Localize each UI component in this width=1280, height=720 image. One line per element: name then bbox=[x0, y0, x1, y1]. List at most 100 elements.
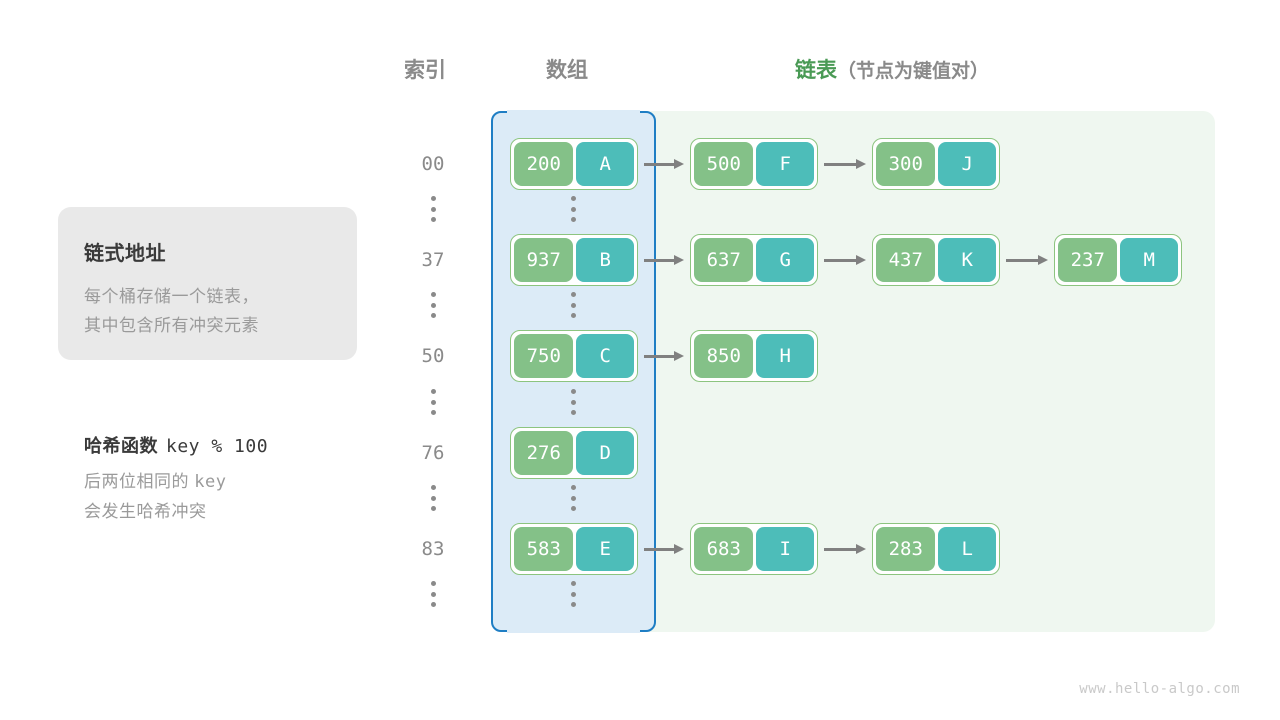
ellipsis-dot bbox=[570, 389, 576, 394]
link-arrow bbox=[824, 544, 866, 554]
node-key: 583 bbox=[514, 527, 574, 571]
info-card-title: 链式地址 bbox=[84, 243, 166, 265]
ellipsis-dot bbox=[570, 485, 576, 490]
arrow-shaft bbox=[644, 354, 674, 358]
node-key: 683 bbox=[694, 527, 754, 571]
header-linked-list-label: 链表 bbox=[795, 59, 837, 82]
header-linked-list-note: （节点为键值对） bbox=[837, 61, 990, 82]
ellipsis-dot bbox=[430, 581, 436, 586]
ellipsis-dot bbox=[430, 495, 436, 501]
arrow-head-icon bbox=[674, 255, 684, 265]
node-key: 637 bbox=[694, 238, 754, 282]
arrow-head-icon bbox=[856, 544, 866, 554]
node-value: L bbox=[938, 527, 996, 571]
arrow-head-icon bbox=[1038, 255, 1048, 265]
bucket-index-label: 00 bbox=[421, 153, 445, 175]
ellipsis-dot bbox=[570, 602, 576, 607]
index-ellipsis bbox=[423, 196, 443, 222]
link-arrow bbox=[644, 159, 684, 169]
index-ellipsis bbox=[423, 485, 443, 511]
arrow-head-icon bbox=[674, 544, 684, 554]
hash-function-block: 哈希函数 key % 100 后两位相同的 key 会发生哈希冲突 bbox=[84, 432, 374, 527]
ellipsis-dot bbox=[570, 495, 576, 501]
node-key: 437 bbox=[876, 238, 936, 282]
hash-note-text: 后两位相同的 bbox=[84, 472, 189, 491]
ellipsis-dot bbox=[570, 506, 576, 511]
node-key: 750 bbox=[514, 334, 574, 378]
ellipsis-dot bbox=[430, 217, 436, 222]
hash-note-line-2: 会发生哈希冲突 bbox=[84, 502, 207, 521]
arrow-shaft bbox=[824, 547, 856, 551]
hash-function-label: 哈希函数 bbox=[84, 436, 158, 456]
arrow-shaft bbox=[824, 258, 856, 262]
header-array: 数组 bbox=[546, 59, 588, 82]
node-value: C bbox=[576, 334, 634, 378]
node-key: 850 bbox=[694, 334, 754, 378]
ellipsis-dot bbox=[570, 196, 576, 201]
hash-note-line-1: 后两位相同的 key bbox=[84, 467, 374, 497]
ellipsis-dot bbox=[570, 410, 576, 415]
ellipsis-dot bbox=[430, 292, 436, 297]
link-arrow bbox=[824, 255, 866, 265]
index-ellipsis bbox=[423, 581, 443, 607]
ellipsis-dot bbox=[570, 302, 576, 308]
link-arrow bbox=[644, 255, 684, 265]
bucket-index-label: 76 bbox=[421, 442, 445, 464]
header-linked-list: 链表（节点为键值对） bbox=[795, 54, 989, 84]
ellipsis-dot bbox=[430, 389, 436, 394]
ellipsis-dot bbox=[430, 399, 436, 405]
arrow-shaft bbox=[644, 547, 674, 551]
arrow-shaft bbox=[824, 162, 856, 166]
link-arrow bbox=[824, 159, 866, 169]
ellipsis-dot bbox=[430, 196, 436, 201]
array-ellipsis bbox=[563, 389, 583, 415]
array-ellipsis bbox=[563, 292, 583, 318]
node-value: H bbox=[756, 334, 814, 378]
node-key: 500 bbox=[694, 142, 754, 186]
node-value: G bbox=[756, 238, 814, 282]
node-key: 283 bbox=[876, 527, 936, 571]
bucket-index-label: 83 bbox=[421, 538, 445, 560]
watermark: www.hello-algo.com bbox=[1079, 681, 1240, 697]
node-value: F bbox=[756, 142, 814, 186]
arrow-head-icon bbox=[856, 255, 866, 265]
index-ellipsis bbox=[423, 292, 443, 318]
array-ellipsis bbox=[563, 196, 583, 222]
node-value: D bbox=[576, 431, 634, 475]
link-arrow bbox=[644, 351, 684, 361]
arrow-shaft bbox=[1006, 258, 1038, 262]
node-key: 276 bbox=[514, 431, 574, 475]
ellipsis-dot bbox=[570, 399, 576, 405]
ellipsis-dot bbox=[570, 206, 576, 212]
node-value: E bbox=[576, 527, 634, 571]
node-value: K bbox=[938, 238, 996, 282]
header-index: 索引 bbox=[404, 59, 446, 82]
info-card-line-2: 其中包含所有冲突元素 bbox=[84, 316, 259, 335]
node-key: 237 bbox=[1058, 238, 1118, 282]
array-ellipsis bbox=[563, 581, 583, 607]
ellipsis-dot bbox=[430, 602, 436, 607]
ellipsis-dot bbox=[430, 506, 436, 511]
index-ellipsis bbox=[423, 389, 443, 415]
hash-function-title: 哈希函数 key % 100 bbox=[84, 432, 374, 458]
arrow-head-icon bbox=[674, 159, 684, 169]
ellipsis-dot bbox=[570, 313, 576, 318]
ellipsis-dot bbox=[430, 313, 436, 318]
node-value: B bbox=[576, 238, 634, 282]
ellipsis-dot bbox=[570, 591, 576, 597]
hash-function-formula: key % 100 bbox=[166, 436, 269, 457]
hash-note-key: key bbox=[194, 472, 227, 492]
ellipsis-dot bbox=[430, 302, 436, 308]
